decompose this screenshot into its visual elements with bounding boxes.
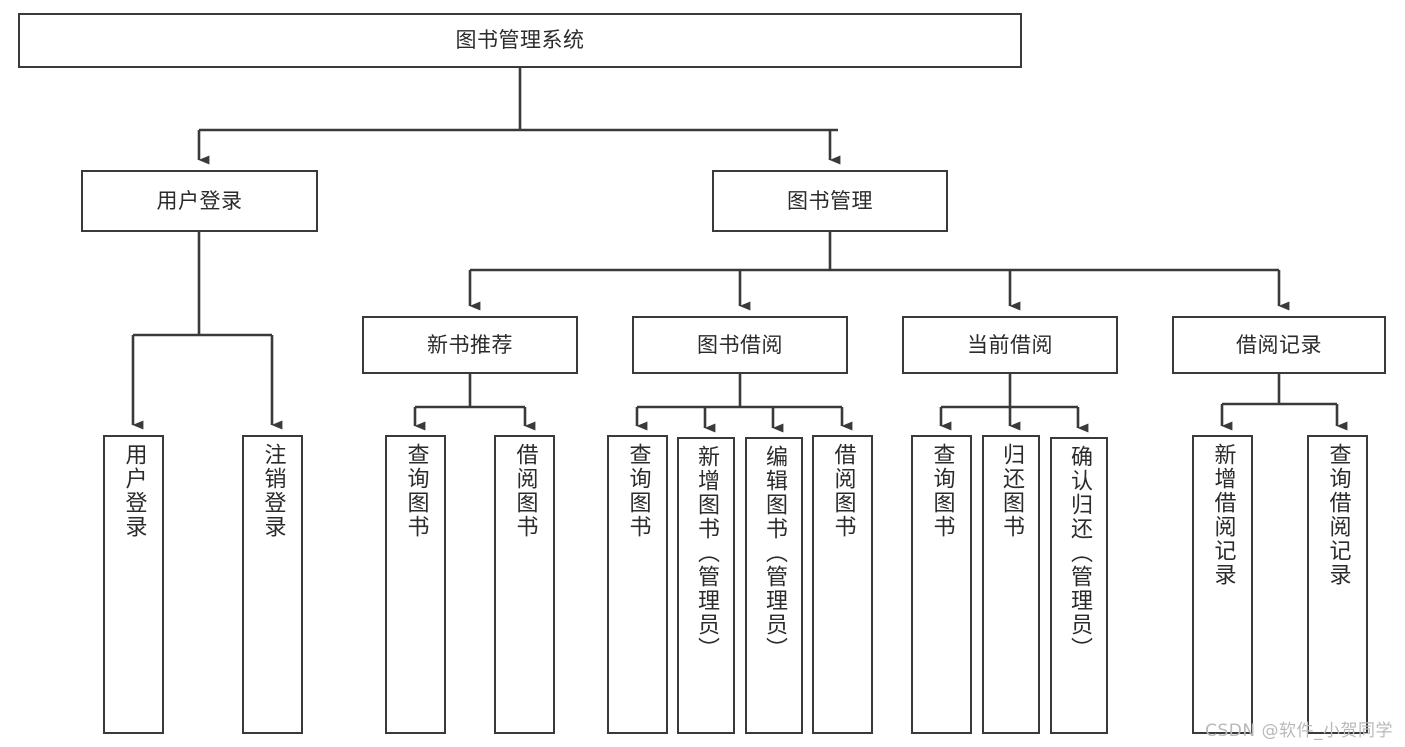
leaf-records-add-record[interactable]: 新增借阅记录 xyxy=(1192,435,1253,734)
node-book-management[interactable]: 图书管理 xyxy=(712,170,948,232)
node-user-login[interactable]: 用户登录 xyxy=(81,170,318,232)
node-label: 借阅图书 xyxy=(512,443,538,539)
leaf-new-book-query[interactable]: 查询图书 xyxy=(385,435,446,734)
node-label: 查询借阅记录 xyxy=(1325,443,1351,587)
node-label: 用户登录 xyxy=(156,188,243,213)
leaf-current-confirm-return-admin[interactable]: 确认归还（管理员） xyxy=(1050,437,1108,734)
node-label: 注销登录 xyxy=(260,443,286,539)
node-label: 图书借阅 xyxy=(697,332,783,357)
node-new-book-recommend[interactable]: 新书推荐 xyxy=(362,316,578,374)
node-label: 查询图书 xyxy=(625,443,651,539)
leaf-borrow-add-book-admin[interactable]: 新增图书（管理员） xyxy=(677,437,735,734)
leaf-records-query-record[interactable]: 查询借阅记录 xyxy=(1307,435,1368,734)
node-label: 图书管理系统 xyxy=(455,28,585,53)
node-label: 借阅记录 xyxy=(1236,332,1322,357)
node-label: 确认归还（管理员） xyxy=(1067,445,1092,661)
node-root-book-management-system[interactable]: 图书管理系统 xyxy=(18,13,1022,68)
leaf-borrow-query-book[interactable]: 查询图书 xyxy=(607,435,668,734)
leaf-current-query-book[interactable]: 查询图书 xyxy=(911,435,972,734)
node-label: 查询图书 xyxy=(929,443,955,539)
leaf-borrow-edit-book-admin[interactable]: 编辑图书（管理员） xyxy=(745,437,803,734)
leaf-new-book-borrow[interactable]: 借阅图书 xyxy=(494,435,555,734)
leaf-user-login-login[interactable]: 用户登录 xyxy=(103,435,164,734)
leaf-current-return-book[interactable]: 归还图书 xyxy=(982,435,1040,734)
node-label: 当前借阅 xyxy=(967,332,1053,357)
node-borrow-records[interactable]: 借阅记录 xyxy=(1172,316,1386,374)
node-label: 新增图书（管理员） xyxy=(694,445,719,661)
leaf-borrow-borrow-book[interactable]: 借阅图书 xyxy=(812,435,873,734)
node-book-borrow[interactable]: 图书借阅 xyxy=(632,316,848,374)
node-label: 新增借阅记录 xyxy=(1210,443,1236,587)
node-current-borrow[interactable]: 当前借阅 xyxy=(902,316,1118,374)
node-label: 编辑图书（管理员） xyxy=(762,445,787,661)
leaf-user-login-logout[interactable]: 注销登录 xyxy=(242,435,303,734)
node-label: 图书管理 xyxy=(787,188,873,213)
node-label: 新书推荐 xyxy=(427,332,513,357)
node-label: 查询图书 xyxy=(403,443,429,539)
node-label: 借阅图书 xyxy=(830,443,856,539)
node-label: 归还图书 xyxy=(999,443,1024,539)
node-label: 用户登录 xyxy=(121,443,147,539)
